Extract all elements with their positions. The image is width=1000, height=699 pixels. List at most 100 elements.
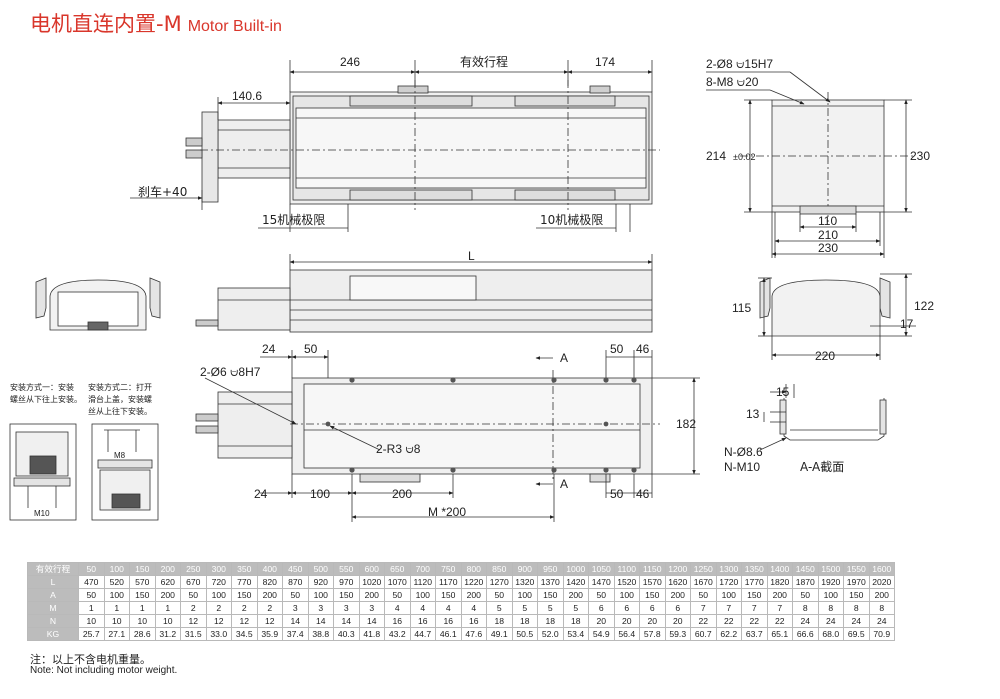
table-cell: 38.8 <box>307 627 334 641</box>
table-cell: 16 <box>460 614 487 628</box>
table-cell: 950 <box>537 562 564 576</box>
table-cell: 1 <box>103 601 130 615</box>
table-cell: 63.7 <box>741 627 768 641</box>
table-cell: 5 <box>537 601 564 615</box>
dim-50-a: 50 <box>304 342 318 356</box>
table-cell: 50 <box>588 588 615 602</box>
table-cell: 50 <box>78 562 105 576</box>
table-cell: 1400 <box>766 562 793 576</box>
table-cell: 150 <box>741 588 768 602</box>
table-cell: 50 <box>690 588 717 602</box>
page-title: 电机直连内置-M Motor Built-in <box>30 8 282 36</box>
table-cell: 10 <box>78 614 105 628</box>
table-cell: 34.5 <box>231 627 258 641</box>
table-cell: 900 <box>511 562 538 576</box>
dim-46-a: 46 <box>636 342 650 356</box>
dim-24-a: 24 <box>262 342 276 356</box>
table-row-header: L <box>27 575 79 589</box>
table-cell: 1870 <box>792 575 819 589</box>
table-cell: 350 <box>231 562 258 576</box>
table-cell: 200 <box>154 588 181 602</box>
table-cell: 670 <box>180 575 207 589</box>
table-cell: 49.1 <box>486 627 513 641</box>
table-cell: 750 <box>435 562 462 576</box>
table-cell: 50 <box>384 588 411 602</box>
table-cell: 3 <box>282 601 309 615</box>
table-cell: 27.1 <box>103 627 130 641</box>
table-cell: 14 <box>358 614 385 628</box>
table-cell: 8 <box>843 601 870 615</box>
table-cell: 7 <box>715 601 742 615</box>
table-cell: 300 <box>205 562 232 576</box>
table-cell: 65.1 <box>766 627 793 641</box>
table-cell: 100 <box>103 562 130 576</box>
mount2-line3: 丝从上往下安装。 <box>88 406 152 416</box>
table-cell: 200 <box>358 588 385 602</box>
table-cell: 3 <box>307 601 334 615</box>
table-cell: 16 <box>435 614 462 628</box>
dim-230-h: 230 <box>818 241 838 255</box>
table-cell: 50 <box>486 588 513 602</box>
technical-drawing: 246 有效行程 174 140.6 刹车+40 15机械极限 10机械极限 2… <box>9 54 934 522</box>
dim-17: 17 <box>900 317 914 331</box>
table-cell: 5 <box>486 601 513 615</box>
dim-limit10: 10机械极限 <box>540 212 603 227</box>
table-cell: 1770 <box>741 575 768 589</box>
table-cell: 31.5 <box>180 627 207 641</box>
table-cell: 8 <box>792 601 819 615</box>
table-cell: 1570 <box>639 575 666 589</box>
table-cell: 50 <box>180 588 207 602</box>
table-cell: 20 <box>588 614 615 628</box>
table-cell: 20 <box>639 614 666 628</box>
table-cell: 1100 <box>613 562 640 576</box>
table-cell: 41.8 <box>358 627 385 641</box>
holes-top: 2-Ø8 ⩁15H7 <box>706 57 773 71</box>
dim-13: 13 <box>746 407 760 421</box>
table-cell: 4 <box>435 601 462 615</box>
table-cell: 200 <box>868 588 895 602</box>
table-cell: 7 <box>741 601 768 615</box>
table-row-header: 有效行程 <box>27 562 79 576</box>
table-cell: 66.6 <box>792 627 819 641</box>
dim-46-b: 46 <box>636 487 650 501</box>
table-cell: 10 <box>154 614 181 628</box>
bottom-view <box>195 370 660 483</box>
dim-214: 214 <box>706 149 726 163</box>
table-cell: 12 <box>180 614 207 628</box>
table-cell: 2 <box>231 601 258 615</box>
table-cell: 100 <box>205 588 232 602</box>
table-cell: 1170 <box>435 575 462 589</box>
table-cell: 1 <box>129 601 156 615</box>
dim-214-tol: ±0.02 <box>733 152 755 162</box>
dim-brake: 刹车+40 <box>138 184 187 199</box>
table-cell: 46.1 <box>435 627 462 641</box>
table-cell: 3 <box>333 601 360 615</box>
table-cell: 70.9 <box>868 627 895 641</box>
table-cell: 1270 <box>486 575 513 589</box>
r3-label: 2-R3 ⩁8 <box>376 442 421 456</box>
table-cell: 6 <box>664 601 691 615</box>
table-cell: 14 <box>333 614 360 628</box>
table-cell: 2020 <box>868 575 895 589</box>
table-cell: 1720 <box>715 575 742 589</box>
side-view <box>195 254 653 333</box>
table-cell: 50.5 <box>511 627 538 641</box>
table-cell: 200 <box>664 588 691 602</box>
table-cell: 18 <box>511 614 538 628</box>
table-cell: 33.0 <box>205 627 232 641</box>
dim-limit15: 15机械极限 <box>262 212 325 227</box>
top-view-dimensions <box>130 60 653 232</box>
profile-left <box>35 277 161 331</box>
table-cell: 22 <box>766 614 793 628</box>
table-cell: 40.3 <box>333 627 360 641</box>
table-cell: 57.8 <box>639 627 666 641</box>
table-cell: 20 <box>664 614 691 628</box>
mount2-line1: 安装方式二：打开 <box>88 382 152 392</box>
table-cell: 1420 <box>562 575 589 589</box>
table-cell: 450 <box>282 562 309 576</box>
table-cell: 150 <box>537 588 564 602</box>
table-cell: 50 <box>282 588 309 602</box>
table-cell: 1050 <box>588 562 615 576</box>
table-cell: 47.6 <box>460 627 487 641</box>
